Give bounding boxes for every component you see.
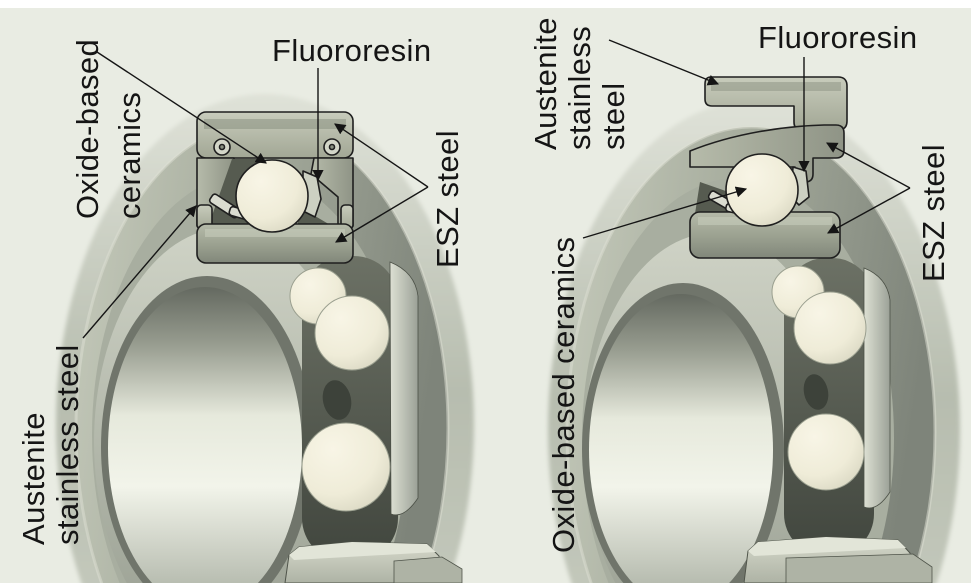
leader-austenite-left [82, 205, 197, 339]
leader-oxide-ceramics-right [582, 186, 748, 239]
outer-ring-flange-left [389, 261, 419, 516]
mount-plate-step-right [785, 553, 933, 583]
seal-anchor-curls-left [213, 138, 341, 156]
ceramic-ball-lower-left [301, 422, 391, 512]
labels-right: Austenite stainless steel Fluororesin ES… [528, 17, 951, 553]
cage-shadow-left [322, 380, 352, 420]
label-austenite-line2: stainless steel [50, 344, 85, 545]
label-oxide-ceramics: Oxide-based ceramics [546, 237, 581, 553]
label-oxide-ceramics-line1: Oxide-based [70, 39, 105, 219]
label-esz-steel: ESZ steel [430, 130, 465, 268]
label-austenite-line1: Austenite [528, 17, 563, 150]
bore-right [589, 294, 773, 583]
top-margin-strip [0, 0, 971, 8]
labels-left: Oxide-based ceramics Fluororesin ESZ ste… [16, 33, 465, 545]
label-oxide-ceramics-line2: ceramics [112, 92, 147, 219]
panel-left-bearing: Oxide-based ceramics Fluororesin ESZ ste… [16, 33, 474, 583]
leader-oxide-ceramics-left [96, 51, 267, 164]
mount-plate-step-left [393, 556, 463, 583]
panel-right-bearing: Austenite stainless steel Fluororesin ES… [528, 17, 960, 583]
cross-section-left [196, 111, 354, 264]
leader-esz-inner-left [335, 186, 429, 243]
leader-esz-inner-right [827, 187, 911, 234]
leader-esz-outer-right [826, 142, 911, 189]
cage-shadow-right [803, 374, 829, 410]
mount-plate-top-face-left [289, 542, 436, 560]
cross-section-right [689, 76, 848, 259]
label-austenite-line1: Austenite [16, 412, 51, 545]
label-austenite-line3: steel [596, 83, 631, 150]
bore-left [108, 287, 302, 583]
ceramic-ball-lower-right [787, 413, 865, 491]
outer-ring-flange-right [863, 267, 891, 509]
label-austenite-line2: stainless [562, 26, 597, 150]
leader-austenite-right [608, 39, 720, 86]
label-fluororesin: Fluororesin [272, 33, 431, 68]
label-esz-steel: ESZ steel [916, 144, 951, 282]
leader-lines-left [82, 51, 429, 339]
label-fluororesin: Fluororesin [758, 20, 917, 55]
ceramic-ball-upper-right [793, 291, 867, 365]
ceramic-ball-section-right [725, 153, 799, 227]
ceramic-ball-section-left [235, 159, 309, 233]
leader-lines-right [582, 39, 911, 239]
leader-esz-outer-left [334, 123, 429, 188]
mount-plate-top-face-right [748, 537, 906, 556]
bearing-photo-right [548, 100, 960, 583]
ceramic-ball-upper-left [314, 295, 390, 371]
